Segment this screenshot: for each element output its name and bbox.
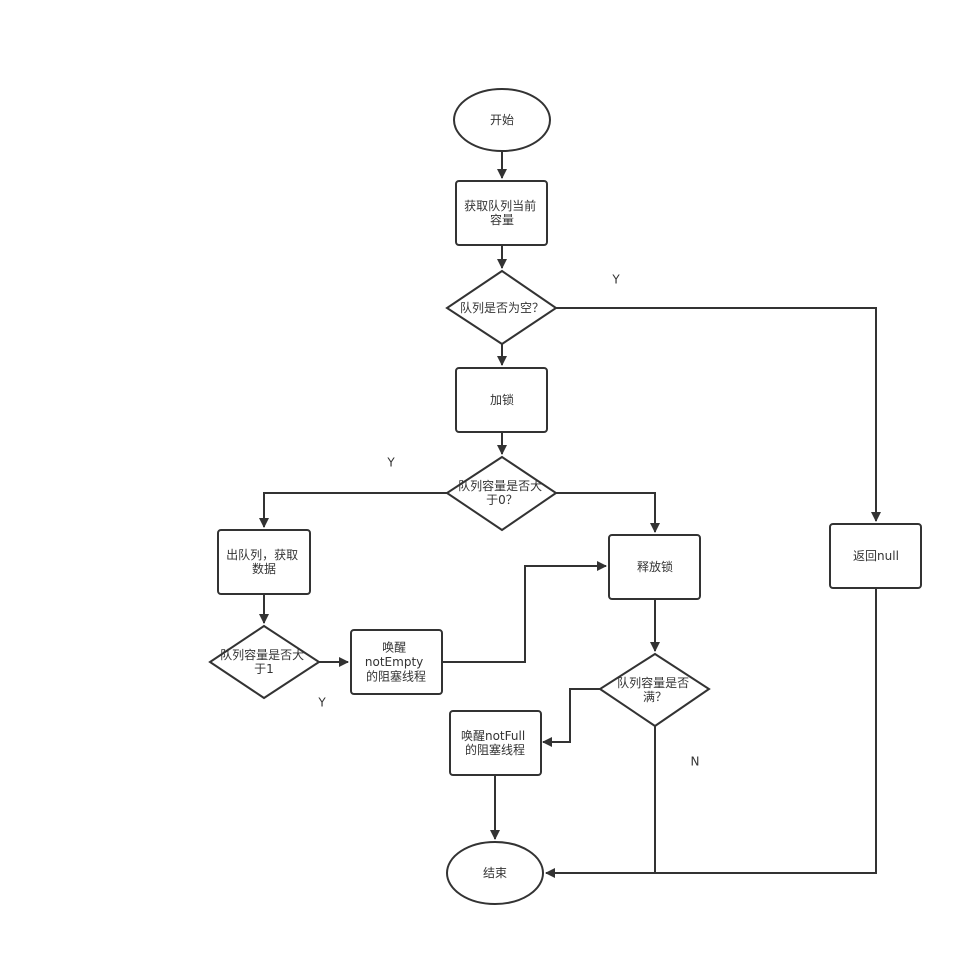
edge-gt-zero-to-unlock [556, 492, 660, 533]
node-notify-not-empty: 唤醒 notEmpty 的阻塞线程 [350, 629, 443, 695]
gt-zero-decision-shape [445, 455, 558, 532]
edge-label-gt-zero-yes: Y [386, 456, 395, 470]
edge-label-gt-one-yes: Y [317, 696, 326, 710]
unlock-label: 释放锁 [637, 559, 673, 574]
is-full-label: 队列容量是否 满？ [617, 674, 693, 703]
end-terminal-shape [446, 841, 544, 905]
start-terminal-shape [453, 88, 551, 152]
edges [259, 152, 881, 878]
lock-process-shape [455, 367, 548, 433]
notify-not-full-label: 唤醒notFull 的阻塞线程 [461, 728, 529, 756]
return-null-label: 返回null [853, 549, 899, 563]
edge-label-full-no: N [691, 755, 700, 769]
node-start: 开始 [453, 88, 551, 152]
return-null-process-shape [829, 523, 922, 589]
edge-notify-not-empty-to-unlock [442, 561, 607, 663]
is-empty-label: 队列是否为空？ [460, 300, 544, 315]
start-label: 开始 [490, 113, 514, 127]
dequeue-label: 出队列，获取 数据 [226, 546, 302, 575]
node-end: 结束 [446, 841, 544, 905]
edge-label-empty-yes: Y [611, 273, 620, 287]
node-gt-one: 队列容量是否大 于1 [208, 624, 321, 700]
node-unlock: 释放锁 [608, 534, 701, 600]
gt-one-decision-shape [208, 624, 321, 700]
edge-return-null-to-end [655, 588, 877, 874]
node-get-size: 获取队列当前 容量 [455, 180, 548, 246]
node-is-full: 队列容量是否 满？ [598, 652, 711, 728]
is-full-decision-shape [598, 652, 711, 728]
get-size-process-shape [455, 180, 548, 246]
edge-is-full-to-notify-not-full [542, 688, 600, 747]
node-is-empty: 队列是否为空？ [445, 269, 558, 346]
gt-one-label: 队列容量是否大 于1 [220, 646, 308, 675]
node-notify-not-full: 唤醒notFull 的阻塞线程 [449, 710, 542, 776]
edge-is-empty-to-return-null [556, 307, 881, 522]
node-return-null: 返回null [829, 523, 922, 589]
get-size-label: 获取队列当前 容量 [464, 197, 540, 226]
notify-not-empty-label: 唤醒 notEmpty 的阻塞线程 [365, 640, 427, 683]
gt-zero-label: 队列容量是否大 于0？ [458, 477, 546, 506]
notify-not-empty-process-shape [350, 629, 443, 695]
edge-is-full-to-end [545, 726, 656, 878]
edge-labels: Y Y Y N [317, 273, 699, 769]
lock-label: 加锁 [490, 392, 514, 407]
node-lock: 加锁 [455, 367, 548, 433]
edge-gt-zero-to-dequeue [259, 492, 447, 528]
unlock-process-shape [608, 534, 701, 600]
end-label: 结束 [483, 866, 507, 880]
notify-not-full-process-shape [449, 710, 542, 776]
is-empty-decision-shape [445, 269, 558, 346]
node-dequeue: 出队列，获取 数据 [217, 529, 311, 595]
node-gt-zero: 队列容量是否大 于0？ [445, 455, 558, 532]
dequeue-process-shape [217, 529, 311, 595]
